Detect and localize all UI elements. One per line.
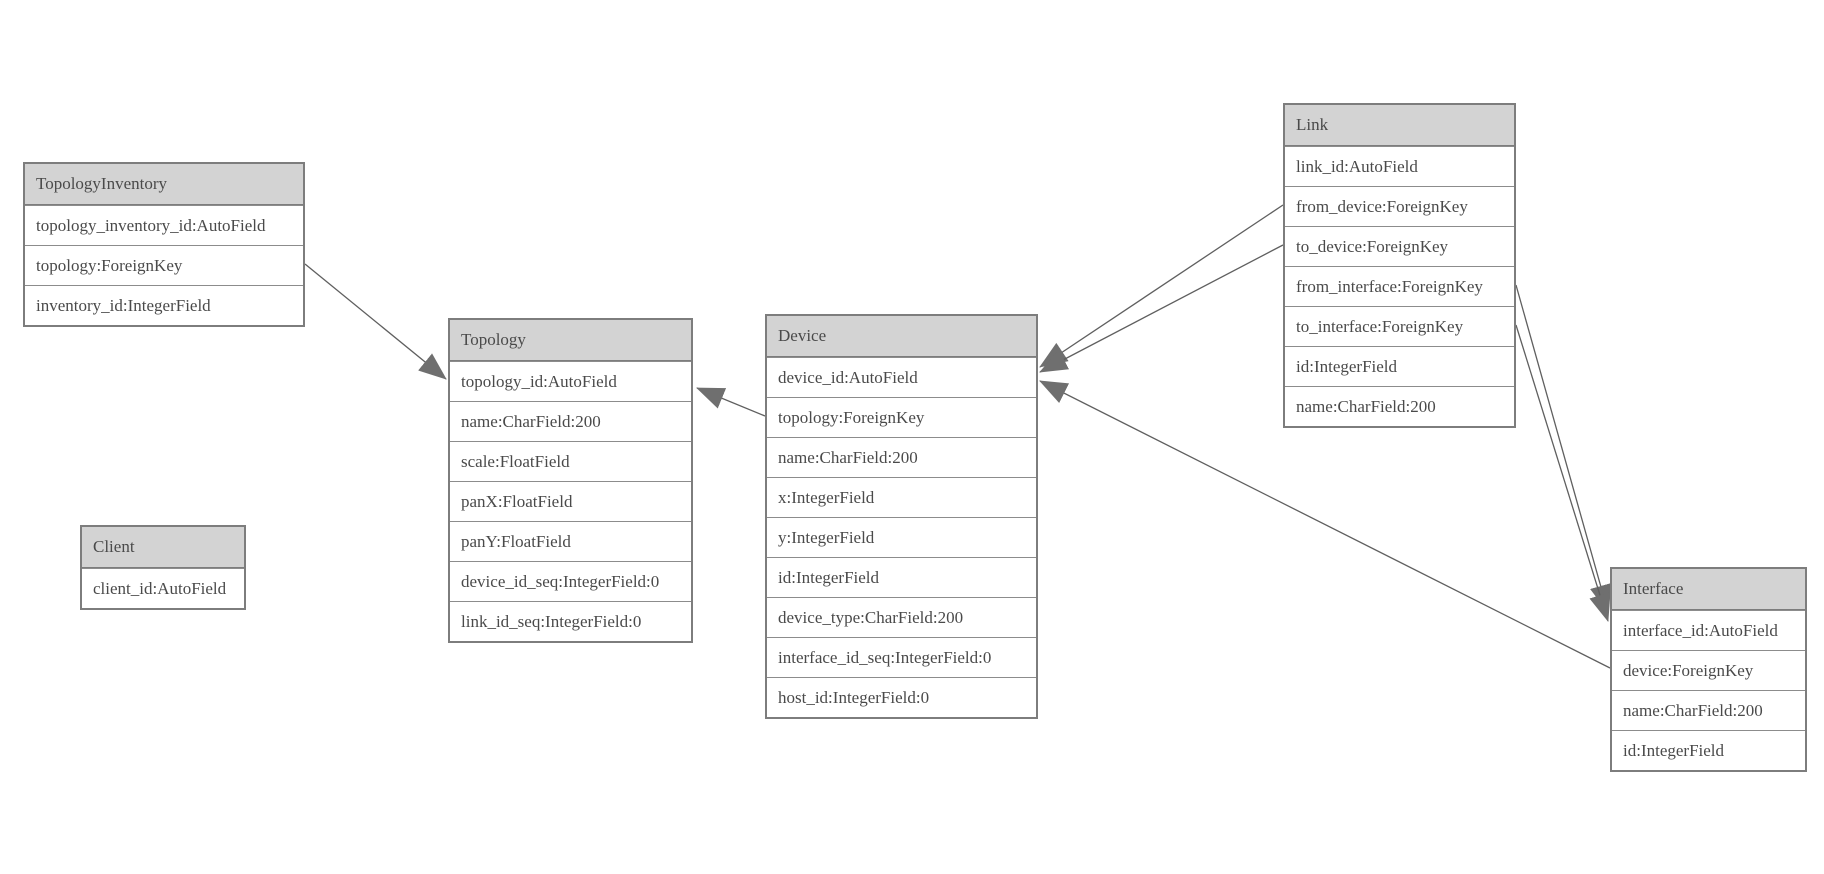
edge-link-from-device-to-device	[1039, 204, 1284, 368]
entity-field: inventory_id:IntegerField	[25, 285, 303, 325]
entity-field: panY:FloatField	[450, 521, 691, 561]
entity-field: to_device:ForeignKey	[1285, 226, 1514, 266]
entity-field: topology:ForeignKey	[25, 245, 303, 285]
entity-field: interface_id_seq:IntegerField:0	[767, 637, 1036, 677]
entity-field: name:CharField:200	[1612, 690, 1805, 730]
entity-field: device_id:AutoField	[767, 357, 1036, 397]
entity-field: host_id:IntegerField:0	[767, 677, 1036, 717]
edge-link-from-interface-to-interface	[1515, 284, 1612, 613]
entity-title-topology: Topology	[450, 320, 691, 361]
entity-field: device_id_seq:IntegerField:0	[450, 561, 691, 601]
entity-field: topology:ForeignKey	[767, 397, 1036, 437]
edge-device-topology-to-topology	[696, 387, 766, 417]
edge-link-to-device-to-device	[1039, 244, 1284, 373]
entity-title-device: Device	[767, 316, 1036, 357]
entity-field: name:CharField:200	[767, 437, 1036, 477]
edge-link-to-interface-to-interface	[1515, 324, 1611, 622]
entity-field: interface_id:AutoField	[1612, 610, 1805, 650]
entity-field: x:IntegerField	[767, 477, 1036, 517]
entity-title-link: Link	[1285, 105, 1514, 146]
entity-field: id:IntegerField	[767, 557, 1036, 597]
entity-title-topologyinventory: TopologyInventory	[25, 164, 303, 205]
entity-field: device_type:CharField:200	[767, 597, 1036, 637]
entity-field: client_id:AutoField	[82, 568, 244, 608]
edge-topologyinventory-topology-to-topology	[304, 263, 447, 380]
entity-field: from_device:ForeignKey	[1285, 186, 1514, 226]
entity-field: id:IntegerField	[1612, 730, 1805, 770]
entity-title-client: Client	[82, 527, 244, 568]
entity-field: y:IntegerField	[767, 517, 1036, 557]
entity-field: name:CharField:200	[1285, 386, 1514, 426]
entity-field: to_interface:ForeignKey	[1285, 306, 1514, 346]
entity-field: topology_inventory_id:AutoField	[25, 205, 303, 245]
entity-field: from_interface:ForeignKey	[1285, 266, 1514, 306]
entity-field: scale:FloatField	[450, 441, 691, 481]
entity-field: topology_id:AutoField	[450, 361, 691, 401]
entity-title-interface: Interface	[1612, 569, 1805, 610]
entity-field: link_id:AutoField	[1285, 146, 1514, 186]
entity-field: panX:FloatField	[450, 481, 691, 521]
entity-field: link_id_seq:IntegerField:0	[450, 601, 691, 641]
entity-field: device:ForeignKey	[1612, 650, 1805, 690]
entity-field: id:IntegerField	[1285, 346, 1514, 386]
entity-field: name:CharField:200	[450, 401, 691, 441]
